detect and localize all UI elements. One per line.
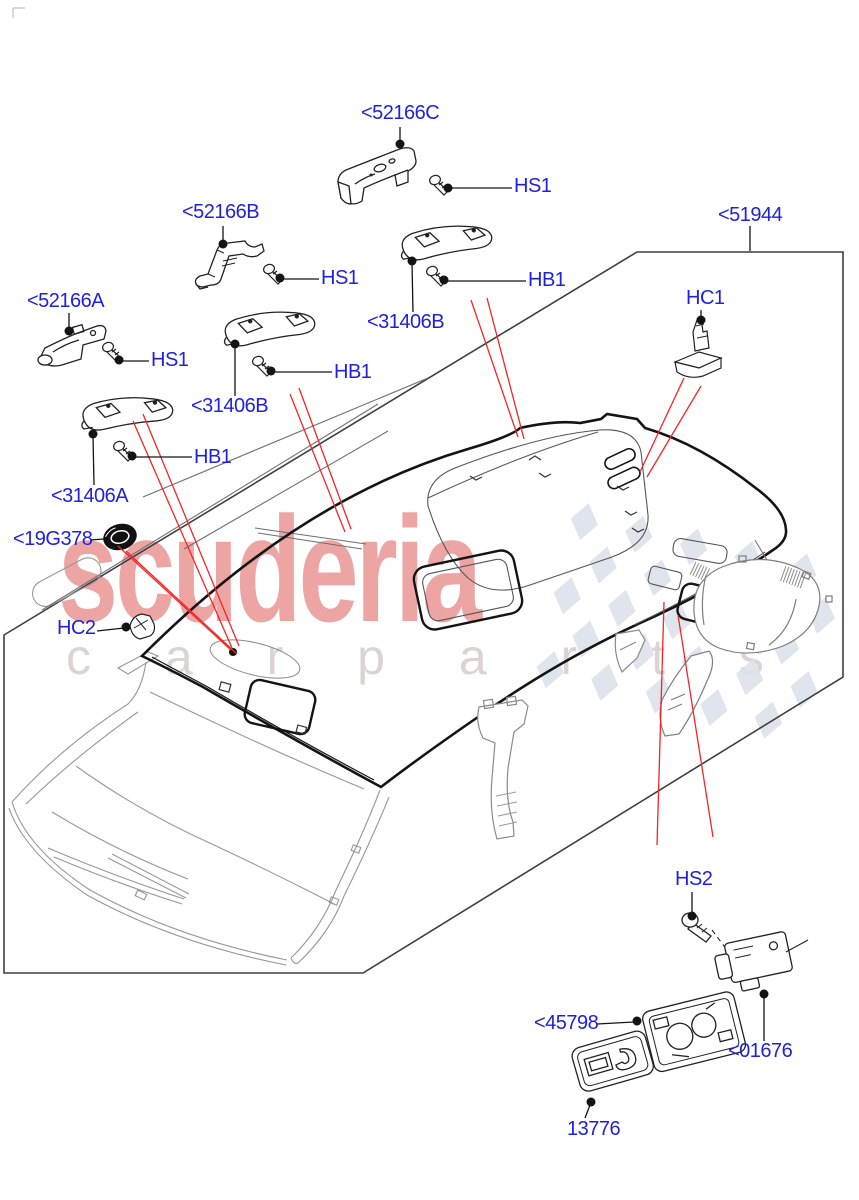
windscreen-body-sketch	[8, 557, 390, 966]
part-clip-HC1	[673, 317, 723, 378]
part-bracket-52166C	[337, 147, 417, 205]
part-label-HS1-b[interactable]: HS1	[321, 267, 359, 289]
part-label-31406B-a[interactable]: <31406B	[367, 311, 445, 333]
part-screw-HS1-a	[427, 173, 449, 196]
module-pointer-line	[785, 939, 809, 953]
part-module-01676	[714, 931, 793, 992]
part-grab-handle-31406B-top	[398, 209, 495, 280]
diagram-border	[3, 251, 844, 974]
part-label-13776[interactable]: 13776	[567, 1118, 621, 1140]
pillar-trims	[477, 629, 646, 840]
rear-body-cluster	[659, 539, 833, 737]
leader-lines	[68, 127, 765, 1119]
part-label-52166A[interactable]: <52166A	[27, 290, 105, 312]
part-lamp-13776	[571, 1030, 654, 1092]
part-label-HS2[interactable]: HS2	[675, 868, 713, 890]
part-label-HS1-a[interactable]: HS1	[514, 175, 552, 197]
part-label-31406A[interactable]: <31406A	[51, 485, 129, 507]
red-locator-lines	[117, 297, 714, 846]
part-label-HC2[interactable]: HC2	[57, 617, 96, 639]
sunroof-aperture	[412, 549, 524, 631]
part-label-HB1-a[interactable]: HB1	[528, 269, 566, 291]
part-label-52166B[interactable]: <52166B	[182, 201, 260, 223]
part-button-19G378	[103, 523, 137, 551]
part-console-45798	[642, 991, 747, 1073]
part-clip-HC2	[129, 613, 156, 640]
leader-dots	[64, 139, 769, 1107]
part-label-HB1-b[interactable]: HB1	[334, 361, 372, 383]
part-bracket-52166A	[37, 323, 107, 367]
part-label-52166C[interactable]: <52166C	[361, 102, 440, 124]
part-label-HB1-c[interactable]: HB1	[194, 446, 232, 468]
headliner-panel	[139, 412, 788, 789]
page-corner-mark	[12, 7, 25, 18]
part-bracket-52166B	[194, 240, 265, 290]
part-label-19G378[interactable]: <19G378	[13, 528, 93, 550]
part-grab-handle-31406B-mid	[221, 295, 318, 366]
front-console-aperture	[243, 678, 317, 736]
part-label-31406B-b[interactable]: <31406B	[191, 395, 269, 417]
part-label-HC1[interactable]: HC1	[686, 287, 725, 309]
part-label-HS1-c[interactable]: HS1	[151, 349, 189, 371]
part-label-45798[interactable]: <45798	[534, 1012, 599, 1034]
part-label-51944[interactable]: <51944	[718, 204, 783, 226]
roof-rail-lines	[41, 377, 429, 611]
watermark-brand: scuderia	[58, 485, 482, 653]
part-label-01676[interactable]: <01676	[728, 1040, 793, 1062]
